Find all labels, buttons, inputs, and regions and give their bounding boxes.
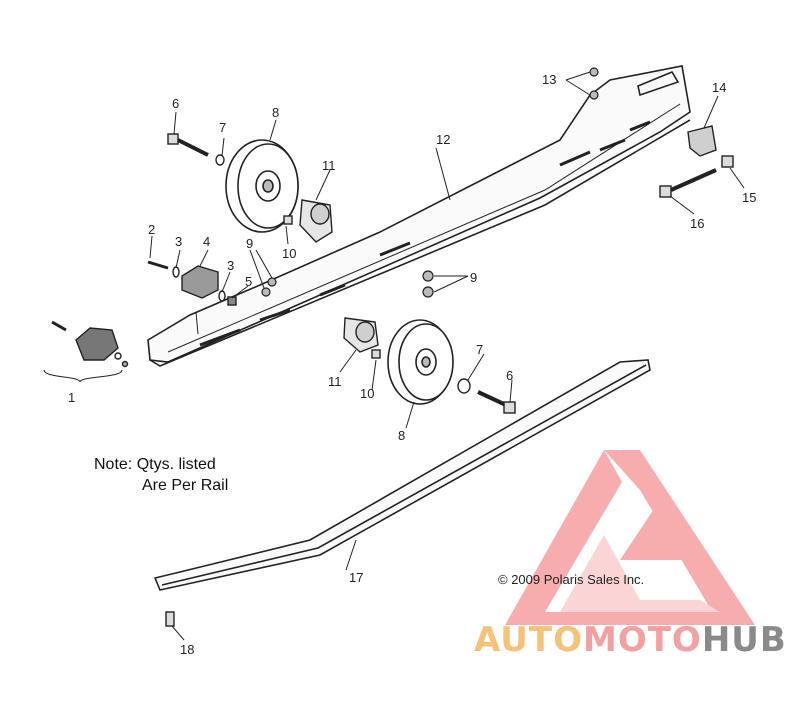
screw-18 [165,611,175,627]
callout-6-lower: 6 [506,368,513,383]
callout-6-upper: 6 [172,96,179,111]
quantity-note: Note: Qtys. listed Are Per Rail [94,454,228,496]
watermark-logo [505,450,755,625]
bolt-lower [457,378,516,414]
bolt-upper [167,133,225,166]
idler-wheel-lower [387,319,454,405]
callout-4: 4 [203,234,210,249]
watermark-moto: MOTO [582,620,702,660]
callout-5: 5 [245,274,252,289]
callout-3-right: 3 [227,258,234,273]
callout-17: 17 [349,570,363,585]
callout-11-upper: 11 [322,158,336,173]
bumper-block [147,260,237,306]
leader-lines [43,71,745,641]
callout-13: 13 [542,72,556,87]
slide-rail [153,359,651,591]
idler-wheel-upper [225,139,299,233]
note-line-1: Note: Qtys. listed [94,456,216,473]
wheel-bracket-upper [299,199,333,243]
callout-8-upper: 8 [272,105,279,120]
callout-15: 15 [742,190,756,205]
callout-1: 1 [68,390,75,405]
callout-3-left: 3 [175,234,182,249]
main-rail [147,65,691,367]
watermark-auto: AUTO [474,620,583,660]
nuts-9 [261,270,434,298]
callout-labels: 6 7 8 11 12 2 3 4 3 9 5 10 9 11 10 7 6 8… [68,72,756,657]
callout-9-right: 9 [470,270,477,285]
callout-14: 14 [712,80,726,95]
callout-7-upper: 7 [219,120,226,135]
watermark-text: AUTOMOTOHUB [474,620,787,660]
watermark-hub: HUB [701,620,787,660]
callout-8-lower: 8 [398,428,405,443]
note-line-2: Are Per Rail [142,477,229,494]
bracket-14 [687,125,717,157]
callout-2: 2 [148,222,155,237]
nuts-13 [589,67,599,100]
bolts-10 [283,215,381,359]
callout-16: 16 [690,216,704,231]
callout-10-lower: 10 [360,386,374,401]
bolt-16 [659,155,734,198]
callout-12: 12 [436,132,450,147]
wheel-bracket-lower [343,317,379,353]
callout-7-lower: 7 [476,342,483,357]
callout-10-upper: 10 [282,246,296,261]
callout-9-left: 9 [246,236,253,251]
callout-11-lower: 11 [328,374,342,389]
callout-18: 18 [180,642,194,657]
rail-end-cap [51,320,129,368]
copyright-text: © 2009 Polaris Sales Inc. [498,572,645,587]
